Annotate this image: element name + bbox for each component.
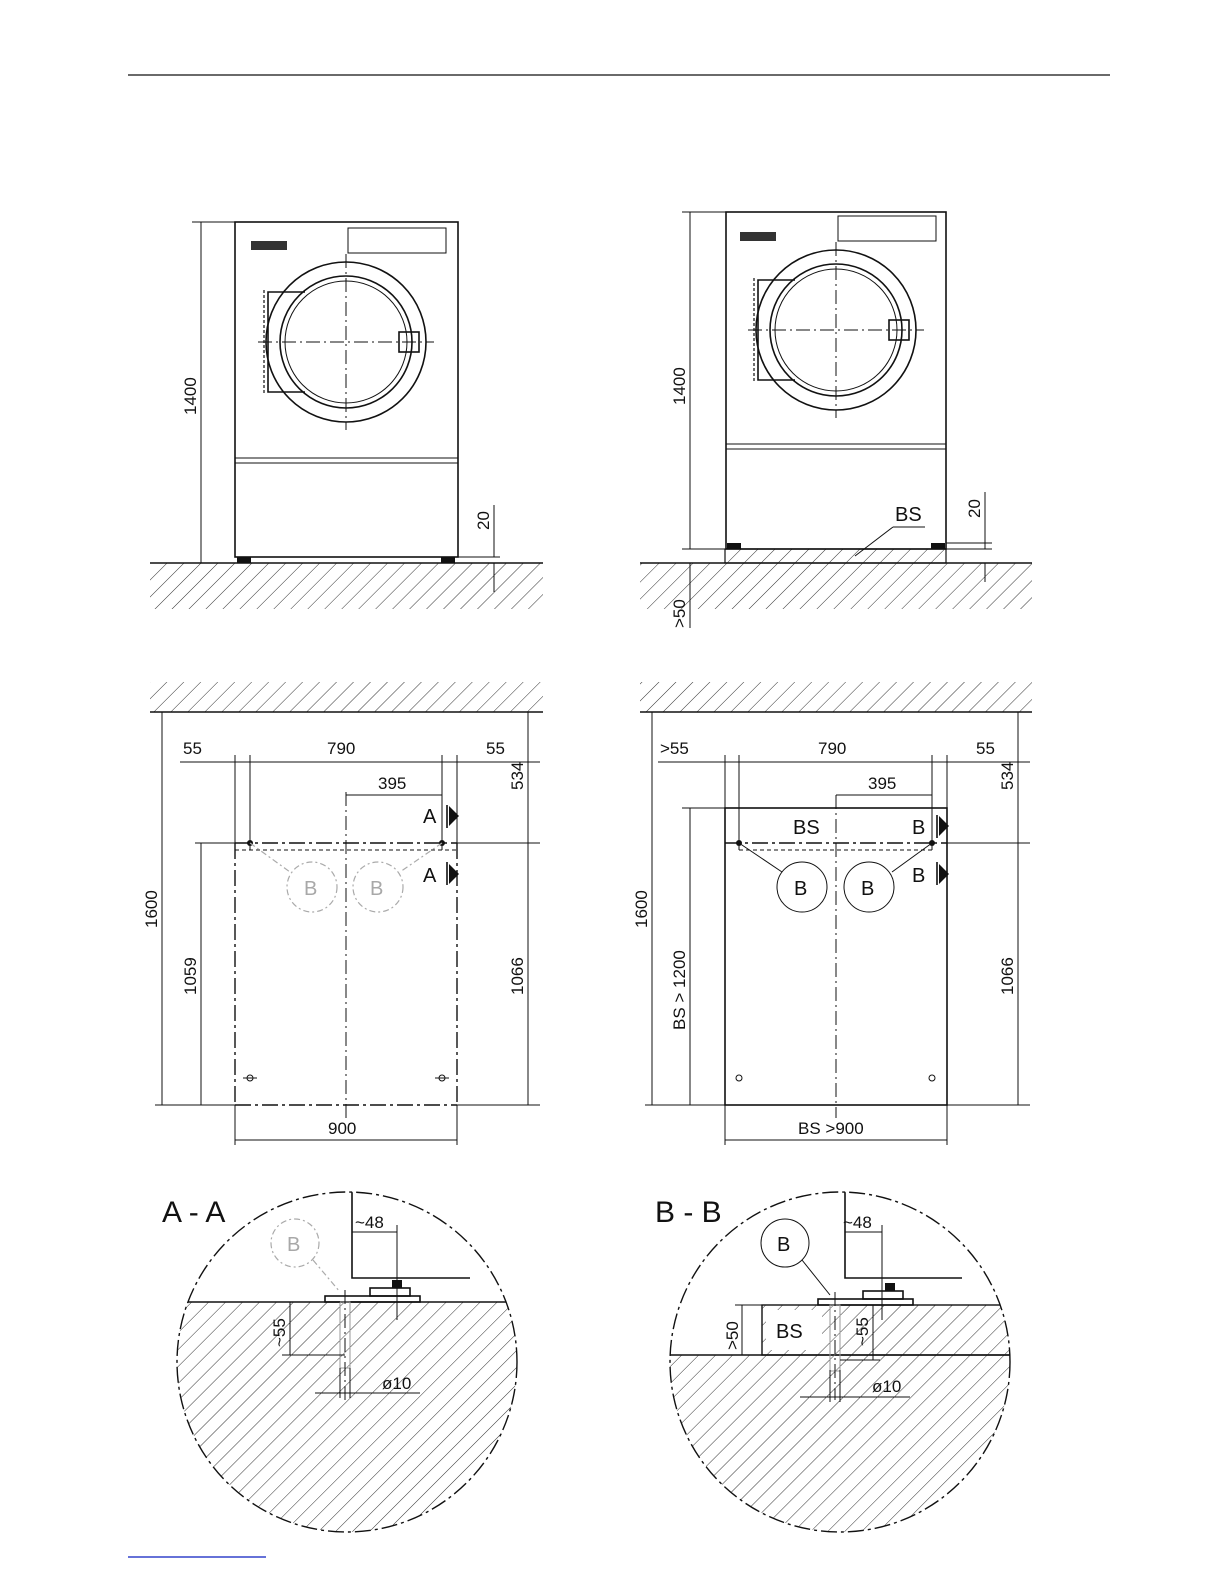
section-mark-a-bottom: A xyxy=(423,865,437,887)
dim-gt55: >55 xyxy=(660,739,689,758)
dim-55-right: 55 xyxy=(486,739,505,758)
dim-gt50: >50 xyxy=(670,599,689,628)
callout-b-faint-1: B xyxy=(304,878,317,900)
section-title-aa: A - A xyxy=(162,1196,225,1229)
front-view-left: 1400 20 xyxy=(150,222,543,609)
dim-foot-20: 20 xyxy=(474,511,493,530)
control-panel xyxy=(348,228,446,253)
dim-height-1400: 1400 xyxy=(181,377,200,415)
dim-395-right: 395 xyxy=(868,774,896,793)
brand-logo xyxy=(251,241,287,250)
dim-395: 395 xyxy=(378,774,406,793)
dim-790: 790 xyxy=(327,739,355,758)
dim-790-right: 790 xyxy=(818,739,846,758)
dim-foot-20-right: 20 xyxy=(965,499,984,518)
plan-view-right: >55 790 55 395 BS B B B B 534 1066 xyxy=(632,682,1032,1145)
floor-hatch xyxy=(150,563,543,609)
section-title-bb: B - B xyxy=(655,1196,722,1229)
dim-approx55-aa: ~55 xyxy=(270,1318,289,1347)
dim-55-right-plan: 55 xyxy=(976,739,995,758)
label-bs-plan: BS xyxy=(793,817,820,839)
dim-1600-right: 1600 xyxy=(632,890,651,928)
section-mark-a-top: A xyxy=(423,806,437,828)
section-mark-b-bottom: B xyxy=(912,865,925,887)
dim-bs-gt900: BS >900 xyxy=(798,1119,864,1138)
callout-b-faint-2: B xyxy=(370,878,383,900)
dim-height-1400-right: 1400 xyxy=(670,367,689,405)
dim-534-right: 534 xyxy=(998,762,1017,790)
plan-view-left: 55 790 55 395 A A B B 534 1066 xyxy=(142,682,543,1145)
label-bs: BS xyxy=(895,504,922,526)
section-aa-detail: A - A ~48 ~55 ø10 B xyxy=(162,1192,530,1542)
dim-1059: 1059 xyxy=(181,957,200,995)
dim-534: 534 xyxy=(508,762,527,790)
dim-gt50-bb: >50 xyxy=(723,1321,742,1350)
dim-900: 900 xyxy=(328,1119,356,1138)
callout-b-bb: B xyxy=(777,1234,790,1256)
front-view-right: 1400 >50 20 BS xyxy=(640,212,1032,628)
section-mark-b-top: B xyxy=(912,817,925,839)
dim-55-left: 55 xyxy=(183,739,202,758)
dim-dia10-aa: ø10 xyxy=(382,1374,411,1393)
dim-dia10-bb: ø10 xyxy=(872,1377,901,1396)
dim-approx48-aa: ~48 xyxy=(355,1213,384,1232)
section-bb-detail: B - B BS ~48 >50 ~55 ø10 xyxy=(655,1192,1020,1545)
callout-b-aa: B xyxy=(287,1234,300,1256)
dim-approx55-bb: ~55 xyxy=(853,1317,872,1346)
base-socket xyxy=(725,549,946,563)
dim-1600: 1600 xyxy=(142,890,161,928)
dim-1066: 1066 xyxy=(508,957,527,995)
dim-approx48-bb: ~48 xyxy=(843,1213,872,1232)
dim-bs-gt1200: BS > 1200 xyxy=(670,950,689,1030)
dim-1066-right: 1066 xyxy=(998,957,1017,995)
callout-b-1: B xyxy=(794,878,807,900)
callout-b-2: B xyxy=(861,878,874,900)
label-bs-detail: BS xyxy=(776,1321,803,1343)
